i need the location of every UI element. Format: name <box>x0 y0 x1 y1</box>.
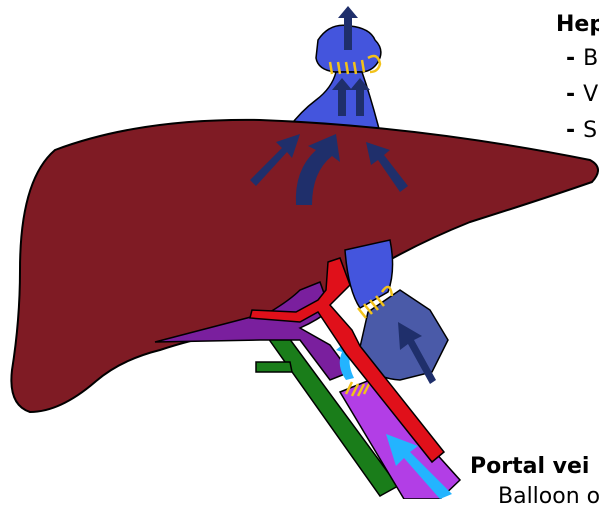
hepatic-item-text: B <box>583 46 598 71</box>
bile-duct-branch <box>256 362 292 372</box>
bullet-marker: - <box>566 118 575 143</box>
portal-label-subtext: Balloon o <box>498 484 599 509</box>
portal-label-heading: Portal vei <box>470 454 589 479</box>
infrahepatic-cava-stump <box>345 240 393 308</box>
bullet-marker: - <box>566 82 575 107</box>
bullet-marker: - <box>566 46 575 71</box>
hepatic-item-text: S <box>583 118 597 143</box>
hepatic-item-1: - B <box>566 46 598 71</box>
hepatic-item-3: - S <box>566 118 597 143</box>
hepatic-label-heading: Hep <box>556 12 599 37</box>
hepatic-item-text: V <box>583 82 598 107</box>
hepatic-item-2: - V <box>566 82 598 107</box>
